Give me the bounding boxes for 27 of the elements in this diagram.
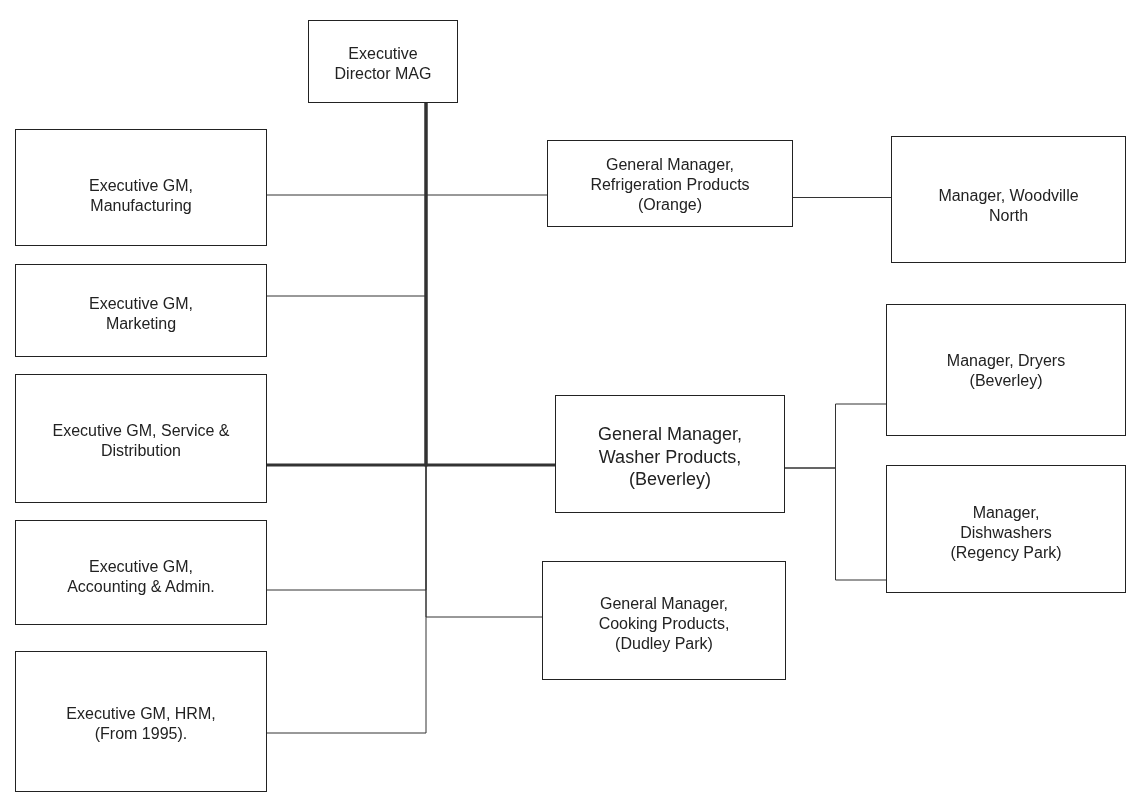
org-box (15, 651, 267, 792)
role-title: Executive GM, Accounting & Admin. (66, 556, 216, 597)
org-box (886, 304, 1126, 436)
org-box (15, 520, 267, 625)
role-title: Executive Director MAG (333, 43, 433, 84)
role-title: General Manager, Refrigeration Products (Orange) (589, 154, 751, 215)
role-title: Executive GM, Manufacturing (88, 175, 194, 216)
role-title: General Manager, Washer Products, (Beverley) (596, 423, 744, 491)
role-title: Manager, Dryers (Beverley) (945, 351, 1067, 391)
org-box (542, 561, 786, 680)
org-box (891, 136, 1126, 263)
org-box (547, 140, 793, 227)
org-box (15, 129, 267, 246)
org-box (15, 264, 267, 357)
org-box (886, 465, 1126, 593)
org-box (15, 374, 267, 503)
role-title: Manager, Woodville North (937, 185, 1080, 226)
org-box (308, 20, 458, 103)
role-title: Executive GM, Marketing (88, 293, 194, 334)
role-title: Executive GM, Service & Distribution (51, 420, 231, 461)
connector-line (784, 467, 887, 581)
connector-line (792, 197, 892, 198)
role-title: General Manager, Cooking Products, (Dudley Park) (597, 593, 731, 654)
role-title: Manager, Dishwashers (Regency Park) (949, 503, 1063, 563)
connector-line (424, 103, 555, 467)
role-title: Executive GM, HRM, (From 1995). (66, 703, 216, 744)
org-box (555, 395, 785, 513)
